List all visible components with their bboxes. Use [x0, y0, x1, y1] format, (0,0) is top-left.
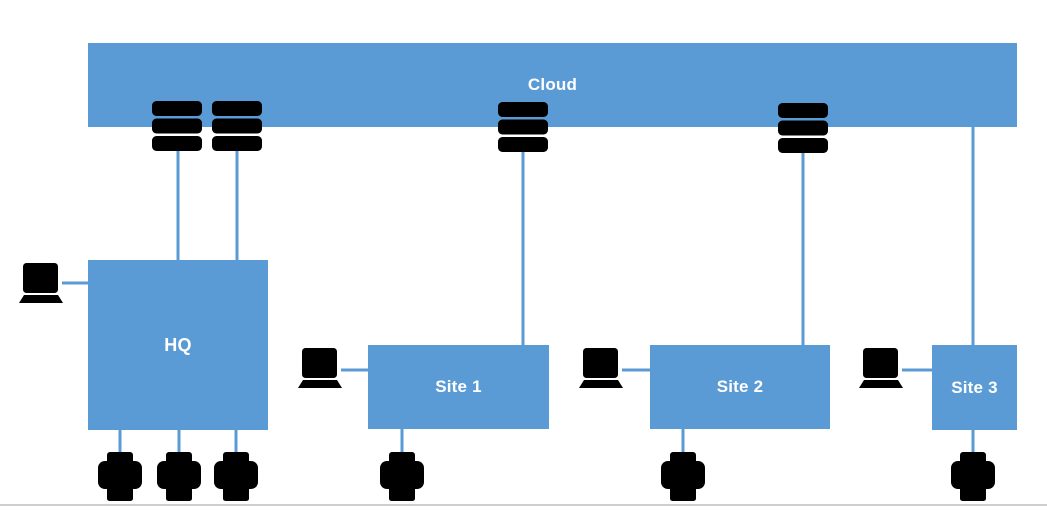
printer-icon: [661, 452, 705, 501]
printer-icon: [380, 452, 424, 501]
server-stack-icon: [212, 101, 262, 151]
laptop-icon: [19, 263, 63, 303]
laptop-icon: [298, 348, 342, 388]
site1-label: Site 1: [435, 377, 482, 396]
bottom-border-line: [0, 504, 1047, 506]
node-hq: HQ: [88, 260, 268, 430]
hq-label: HQ: [164, 334, 192, 355]
printer-icon: [157, 452, 201, 501]
server-stack-icon: [778, 103, 828, 153]
node-site1: Site 1: [368, 345, 549, 429]
printer-icon: [951, 452, 995, 501]
node-site2: Site 2: [650, 345, 830, 429]
laptop-icon: [859, 348, 903, 388]
server-stack-icon: [498, 102, 548, 152]
site3-label: Site 3: [951, 377, 998, 397]
node-site3: Site 3: [932, 345, 1017, 430]
site2-label: Site 2: [716, 377, 764, 396]
printer-icon: [214, 452, 258, 501]
cloud-label: Cloud: [527, 75, 578, 94]
server-stack-icon: [152, 101, 202, 151]
printer-icon: [98, 452, 142, 501]
laptop-icon: [579, 348, 623, 388]
